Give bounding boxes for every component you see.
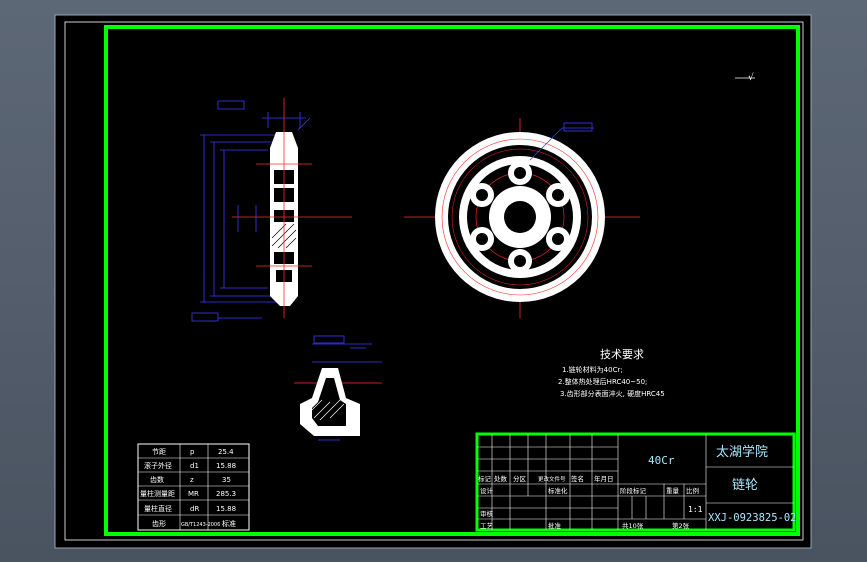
roughness-symbol: √ xyxy=(735,72,755,83)
param-val-2: 15.88 xyxy=(216,462,236,470)
param-sym-1: p xyxy=(190,448,195,456)
param-val-3: 35 xyxy=(222,476,231,484)
lightening-holes xyxy=(470,161,570,273)
title-block-labels: 标记 处数 分区 更改文件号 签名 年月日 设计 标准化 审核 工艺 批准 阶段… xyxy=(478,474,703,530)
param-sym-4: MR xyxy=(188,490,199,498)
param-name-2: 滚子外径 xyxy=(144,461,172,470)
drawing-frame xyxy=(104,25,800,536)
param-name-4: 量柱测量距 xyxy=(140,489,175,498)
front-dimensions xyxy=(529,122,594,161)
tb-school: 太湖学院 xyxy=(716,444,768,460)
param-name-6: 齿形 xyxy=(152,520,166,528)
tb-gengai: 更改文件号 xyxy=(538,475,566,483)
tb-jieduan: 阶段标记 xyxy=(620,486,647,495)
tooth-cutout xyxy=(312,378,346,426)
param-name-1: 节距 xyxy=(152,448,166,456)
param-val-4: 285.3 xyxy=(216,490,236,498)
tb-material: 40Cr xyxy=(648,454,675,467)
section-dimensions xyxy=(191,100,311,322)
param-val-1: 25.4 xyxy=(218,448,234,456)
tb-scale: 1:1 xyxy=(688,505,703,514)
param-name-5: 量柱直径 xyxy=(144,504,172,513)
tb-sheets-total: 共10张 xyxy=(622,521,644,530)
section-centerlines xyxy=(232,98,352,318)
tb-sheet-no: 第2张 xyxy=(672,521,690,530)
tech-req-title: 技术要求 xyxy=(600,348,644,361)
technical-requirements: 技术要求 1.链轮材料为40Cr; 2.整体热处理后HRC40~50; 3.齿形… xyxy=(558,348,665,398)
title-block: 标记 处数 分区 更改文件号 签名 年月日 设计 标准化 审核 工艺 批准 阶段… xyxy=(475,432,797,532)
tb-shenhe: 审核 xyxy=(480,509,494,518)
tb-sheji: 设计 xyxy=(480,486,494,495)
tooth-hatching xyxy=(311,399,345,421)
param-sym-2: d1 xyxy=(190,462,199,470)
tb-qianming: 签名 xyxy=(571,474,584,483)
tb-drawing-no: XXJ-0923825-02 xyxy=(708,512,797,524)
drawing-sheet xyxy=(54,14,812,549)
tech-req-line3: 3.齿形部分表面淬火, 硬度HRC45 xyxy=(560,389,665,398)
tech-req-line2: 2.整体热处理后HRC40~50; xyxy=(558,377,647,386)
roughness-mark: √ xyxy=(748,72,754,83)
param-sym-3: z xyxy=(190,476,194,484)
pitch-circle xyxy=(441,138,599,296)
tb-gongyi: 工艺 xyxy=(480,522,494,530)
tb-fenqu: 分区 xyxy=(513,474,527,483)
front-view xyxy=(404,118,640,318)
title-block-grid xyxy=(477,434,794,530)
root-circle xyxy=(451,148,589,286)
tb-pizhun: 批准 xyxy=(548,521,562,530)
parameter-table: 节距 p 25.4 滚子外径 d1 15.88 齿数 z 35 量柱测量距 MR… xyxy=(137,443,250,531)
param-name-3: 齿数 xyxy=(150,475,164,484)
tb-chushu: 处数 xyxy=(494,474,508,483)
param-val-5: 15.88 xyxy=(216,505,236,513)
param-sym-5: dR xyxy=(190,505,199,513)
tb-riqi: 年月日 xyxy=(594,474,614,483)
tb-zhongliang: 重量 xyxy=(666,487,680,495)
param-sym-6: GB/T1243-2006 xyxy=(181,522,220,528)
param-val-6: 标准 xyxy=(222,519,236,528)
bore xyxy=(504,201,536,233)
tb-biaoji: 标记 xyxy=(478,474,492,483)
outer-border xyxy=(64,21,804,541)
tooth-dimensions xyxy=(312,335,382,441)
tb-part-name: 链轮 xyxy=(732,478,758,493)
tb-bili: 比例 xyxy=(686,486,699,495)
tooth-profile-detail xyxy=(294,335,382,441)
tb-biaozhunhua: 标准化 xyxy=(548,486,568,495)
tech-req-line1: 1.链轮材料为40Cr; xyxy=(562,365,623,374)
section-view xyxy=(191,98,352,322)
